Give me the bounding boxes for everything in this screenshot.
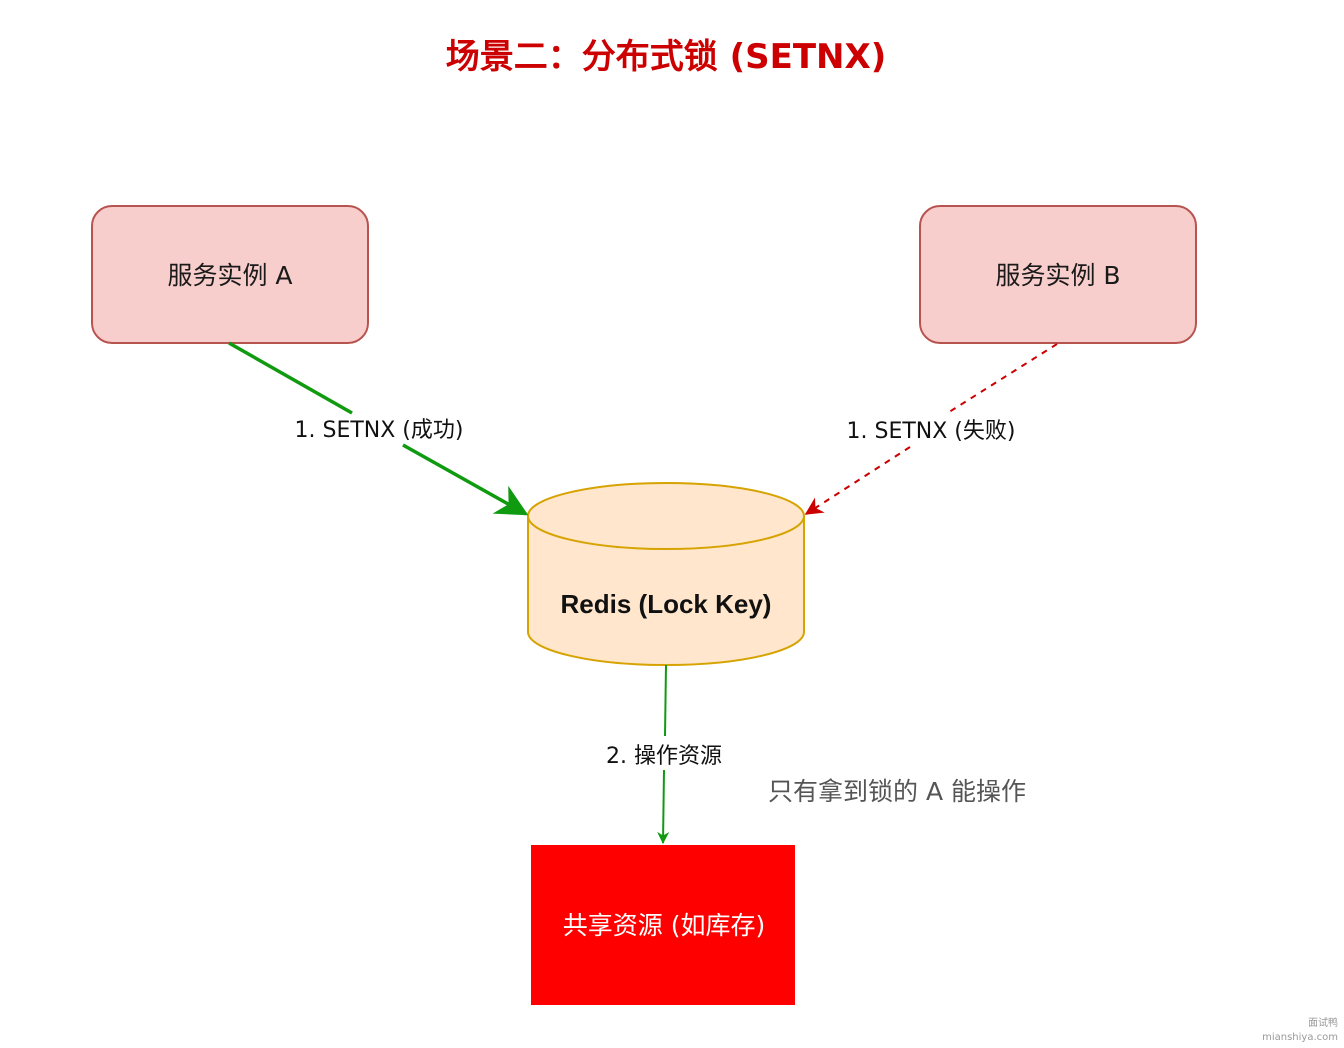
edge-a-to-redis: 1. SETNX (成功) (228, 341, 526, 514)
diagram-title: 场景二：分布式锁 (SETNX) (446, 37, 887, 77)
edge-b-to-redis: 1. SETNX (失败) (806, 343, 1058, 514)
shared-resource-label: 共享资源 (如库存) (563, 911, 765, 940)
redis-label: Redis (Lock Key) (561, 589, 772, 619)
edge-b-label: 1. SETNX (失败) (847, 419, 1016, 444)
service-a-label: 服务实例 A (167, 261, 292, 290)
watermark-line2: mianshiya.com (1262, 1032, 1338, 1043)
shared-resource-node: 共享资源 (如库存) (531, 845, 795, 1005)
service-b-label: 服务实例 B (995, 261, 1120, 290)
watermark: 面试鸭 mianshiya.com (1262, 1016, 1338, 1043)
edge-a-label: 1. SETNX (成功) (295, 418, 464, 443)
service-b-node: 服务实例 B (919, 205, 1197, 344)
edge-redis-label: 2. 操作资源 (606, 744, 722, 769)
watermark-line1: 面试鸭 (1308, 1016, 1338, 1029)
edge-redis-to-resource: 2. 操作资源 (606, 664, 722, 843)
lock-note: 只有拿到锁的 A 能操作 (768, 777, 1026, 806)
redis-node: Redis (Lock Key) (527, 482, 805, 666)
service-a-node: 服务实例 A (91, 205, 369, 344)
